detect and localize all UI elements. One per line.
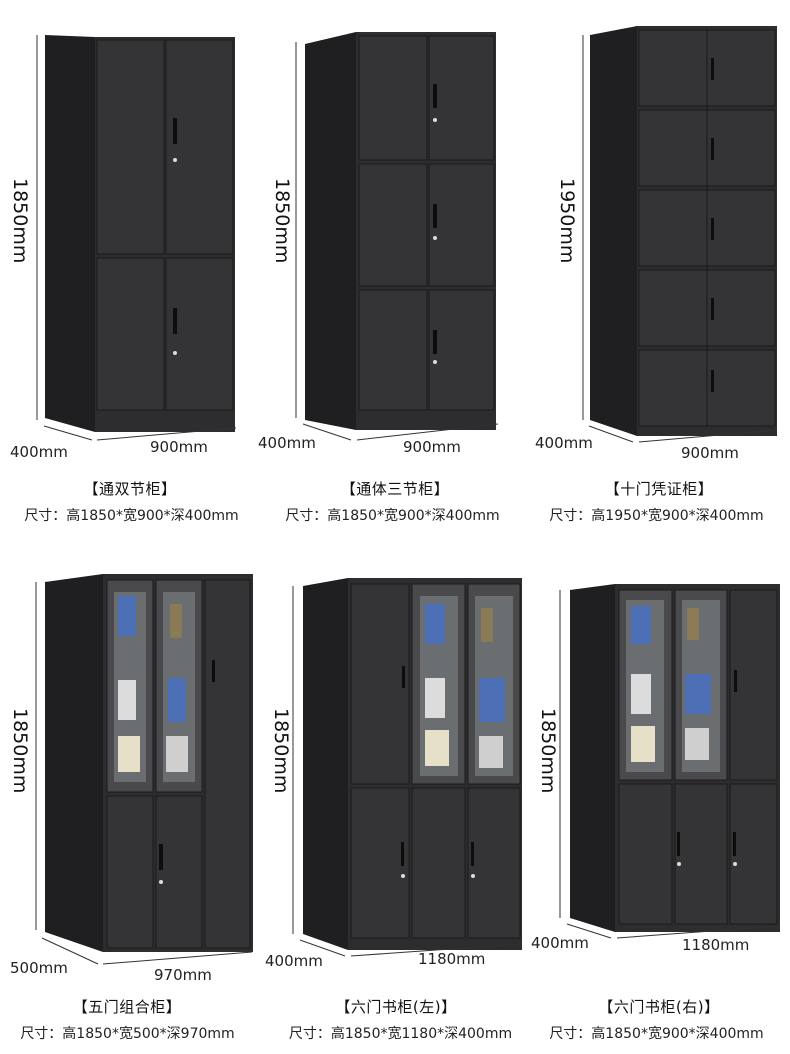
product-card-six-door-right: 1850mm 400mm 1180mm 【六门书柜(右)】 尺寸：高1850*宽… xyxy=(527,560,790,1054)
width-label: 1180mm xyxy=(418,950,485,968)
product-spec: 尺寸：高1850*宽1180*深400mm xyxy=(288,1026,513,1042)
product-title: 【五门组合柜】 xyxy=(72,998,182,1016)
cabinet-six-door-right-image: 1850mm 400mm 1180mm xyxy=(531,584,781,954)
depth-label: 400mm xyxy=(535,434,593,452)
product-card-six-door-left: 1850mm 400mm 1180mm 【六门书柜(左)】 尺寸：高1850*宽… xyxy=(263,560,527,1054)
width-label: 900mm xyxy=(150,438,208,456)
product-card-two-section: 1850mm 400mm 900mm 【通双节柜】 尺寸：高1850*宽900*… xyxy=(0,0,263,530)
product-title: 【十门凭证柜】 xyxy=(604,480,714,498)
product-spec: 尺寸：高1950*宽900*深400mm xyxy=(549,508,764,524)
depth-label: 500mm xyxy=(10,959,68,977)
product-spec: 尺寸：高1850*宽900*深400mm xyxy=(549,1026,764,1042)
width-label: 1180mm xyxy=(682,936,749,954)
height-label: 1850mm xyxy=(9,708,31,793)
product-title: 【六门书柜(左)】 xyxy=(335,998,457,1016)
width-label: 900mm xyxy=(403,438,461,456)
product-card-five-door-glass: 1850mm 500mm 970mm 【五门组合柜】 尺寸：高1850*宽500… xyxy=(0,560,263,1054)
depth-label: 400mm xyxy=(265,952,323,970)
height-label: 1850mm xyxy=(9,178,31,263)
depth-label: 400mm xyxy=(258,434,316,452)
product-card-ten-door: 1950mm 400mm 900mm 【十门凭证柜】 尺寸：高1950*宽900… xyxy=(527,0,790,530)
cabinet-three-section-image: 1850mm 400mm 900mm xyxy=(258,32,499,456)
width-label: 900mm xyxy=(681,444,739,462)
product-title: 【六门书柜(右)】 xyxy=(598,998,720,1016)
product-spec: 尺寸：高1850*宽900*深400mm xyxy=(24,508,239,524)
product-spec: 尺寸：高1850*宽900*深400mm xyxy=(285,508,500,524)
height-label: 1850mm xyxy=(271,178,293,263)
product-spec: 尺寸：高1850*宽500*深970mm xyxy=(20,1026,235,1042)
cabinet-six-door-left-image: 1850mm 400mm 1180mm xyxy=(265,578,522,970)
cabinet-five-door-image: 1850mm 500mm 970mm xyxy=(9,574,253,984)
height-label: 1850mm xyxy=(537,708,559,793)
cabinet-two-section-image: 1850mm 400mm 900mm xyxy=(9,35,237,461)
product-title: 【通双节柜】 xyxy=(83,480,177,498)
width-label: 970mm xyxy=(154,966,212,984)
cabinet-ten-door-image: 1950mm 400mm 900mm xyxy=(535,26,778,462)
product-title: 【通体三节柜】 xyxy=(340,480,450,498)
depth-label: 400mm xyxy=(531,934,589,952)
height-label: 1950mm xyxy=(556,178,578,263)
product-card-three-section: 1850mm 400mm 900mm 【通体三节柜】 尺寸：高1850*宽900… xyxy=(258,0,527,530)
height-label: 1850mm xyxy=(270,708,292,793)
depth-label: 400mm xyxy=(10,443,68,461)
